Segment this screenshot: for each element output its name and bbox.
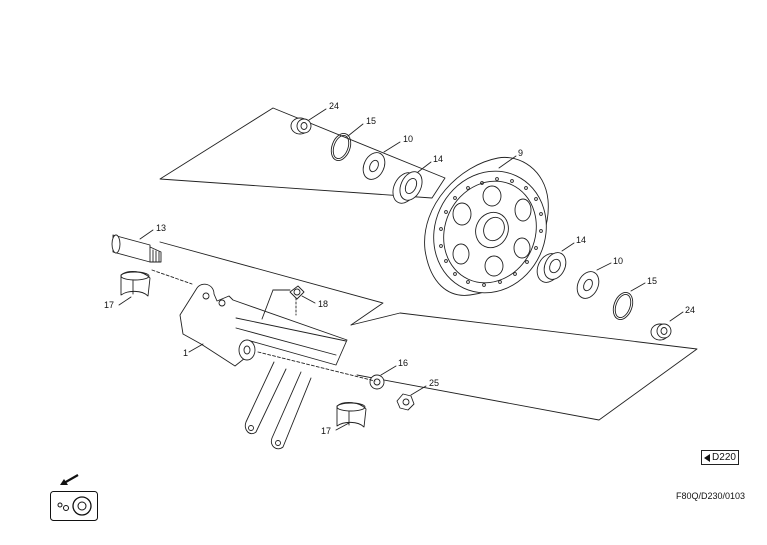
part-24-bushing-upper <box>290 117 312 135</box>
callout-10-lower: 10 <box>613 256 623 266</box>
part-17-bushing-upper <box>120 271 151 297</box>
callout-15-lower: 15 <box>647 276 657 286</box>
callout-24-upper: 24 <box>329 101 339 111</box>
callout-17-upper: 17 <box>104 300 114 310</box>
leader-24-upper <box>308 108 327 121</box>
leader-18-box-top <box>261 289 274 320</box>
reference-tag-label: D220 <box>712 452 736 463</box>
leader-17-lower <box>335 422 350 431</box>
leader-15-upper <box>347 123 364 137</box>
leader-24-lower <box>669 311 684 322</box>
callout-1: 1 <box>183 348 188 358</box>
callout-24-lower: 24 <box>685 305 695 315</box>
leader-1 <box>188 343 204 353</box>
part-18-grease-fitting <box>289 285 305 300</box>
callout-9: 9 <box>518 148 523 158</box>
leader-16 <box>380 365 397 376</box>
axis-line-arm-a <box>257 351 376 382</box>
leader-25 <box>410 385 427 396</box>
callout-14-upper: 14 <box>433 154 443 164</box>
axis-line-arm-b <box>151 269 193 285</box>
part-1-swing-arm <box>179 283 348 450</box>
callout-13: 13 <box>156 223 166 233</box>
part-15-snap-ring-upper <box>330 133 352 161</box>
leader-10-lower <box>596 262 612 271</box>
part-16-washer <box>369 374 385 390</box>
leader-18 <box>301 295 316 304</box>
part-13-pivot-pin <box>111 234 162 263</box>
callout-16: 16 <box>398 358 408 368</box>
part-15-snap-ring-lower <box>612 292 634 320</box>
leader-9 <box>498 155 517 169</box>
callout-10-upper: 10 <box>403 134 413 144</box>
assembly-outline-middle <box>159 241 384 326</box>
leader-14-lower <box>561 242 575 252</box>
part-9-wheel <box>424 156 549 296</box>
drawing-code: F80Q/D230/0103 <box>676 491 746 501</box>
leader-15-lower <box>630 282 646 292</box>
part-24-bushing-lower <box>650 323 672 341</box>
callout-15-upper: 15 <box>366 116 376 126</box>
callout-14-lower: 14 <box>576 235 586 245</box>
callout-18: 18 <box>318 299 328 309</box>
part-10-washer-lower <box>576 271 600 299</box>
back-arrow-icon[interactable] <box>56 472 82 488</box>
reference-tag-d220[interactable]: D220 <box>701 450 739 465</box>
wheel-location-icon[interactable] <box>50 491 98 521</box>
assembly-outline-lower <box>350 312 698 421</box>
leader-13 <box>139 229 154 240</box>
part-14-bearing-lower <box>536 252 567 283</box>
part-25-nut <box>396 393 415 411</box>
part-10-washer-upper <box>362 152 386 180</box>
left-arrow-icon <box>704 453 711 462</box>
callout-17-lower: 17 <box>321 426 331 436</box>
leader-10-upper <box>383 141 401 153</box>
part-14-bearing-upper <box>392 171 423 204</box>
callout-25: 25 <box>429 378 439 388</box>
part-17-bushing-lower <box>336 402 367 428</box>
assembly-outline-upper <box>159 107 446 199</box>
leader-14-upper <box>417 161 432 173</box>
leader-17-upper <box>118 296 132 306</box>
